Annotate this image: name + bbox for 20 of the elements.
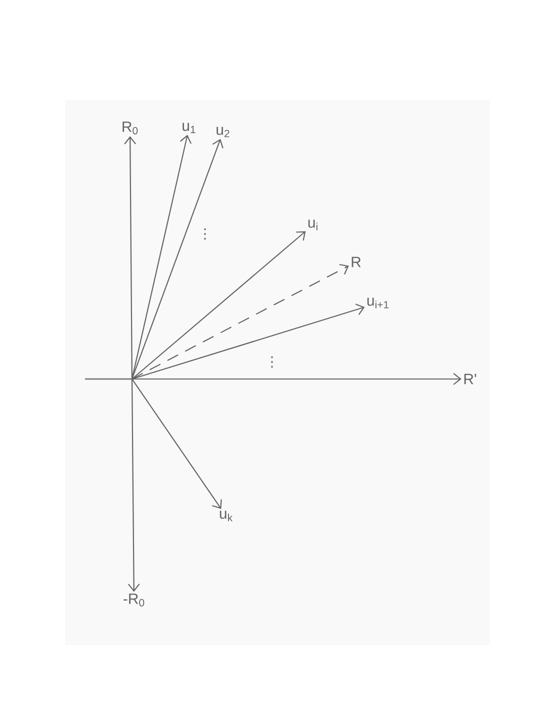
vector-arrow (132, 231, 306, 380)
vector-arrow (124, 136, 136, 379)
vector-label: u$_{i+1}$ (367, 298, 389, 308)
vector-arrow (132, 304, 365, 380)
vector-arrow (131, 138, 224, 380)
vector-arrow (132, 373, 462, 385)
vector-label: u$_{k}$ (220, 510, 233, 522)
vector-arrow (131, 134, 192, 380)
ellipsis-dots: ⋮ (204, 228, 206, 240)
ellipsis-dots: ⋮ (271, 356, 273, 368)
vector-label: R$_{0}$ (122, 122, 138, 134)
vector-arrow (128, 379, 140, 592)
vector-label: u$_{2}$ (216, 126, 230, 138)
vector-label: u$_{i}$ (308, 220, 318, 230)
vector-arrow (132, 378, 222, 509)
vector-label: u$_{1}$ (182, 122, 196, 134)
vector-label: R' (464, 374, 476, 384)
vector-label: -R$_{0}$ (124, 594, 144, 606)
vector-arrow (132, 264, 349, 380)
vector-label: R (352, 256, 361, 268)
